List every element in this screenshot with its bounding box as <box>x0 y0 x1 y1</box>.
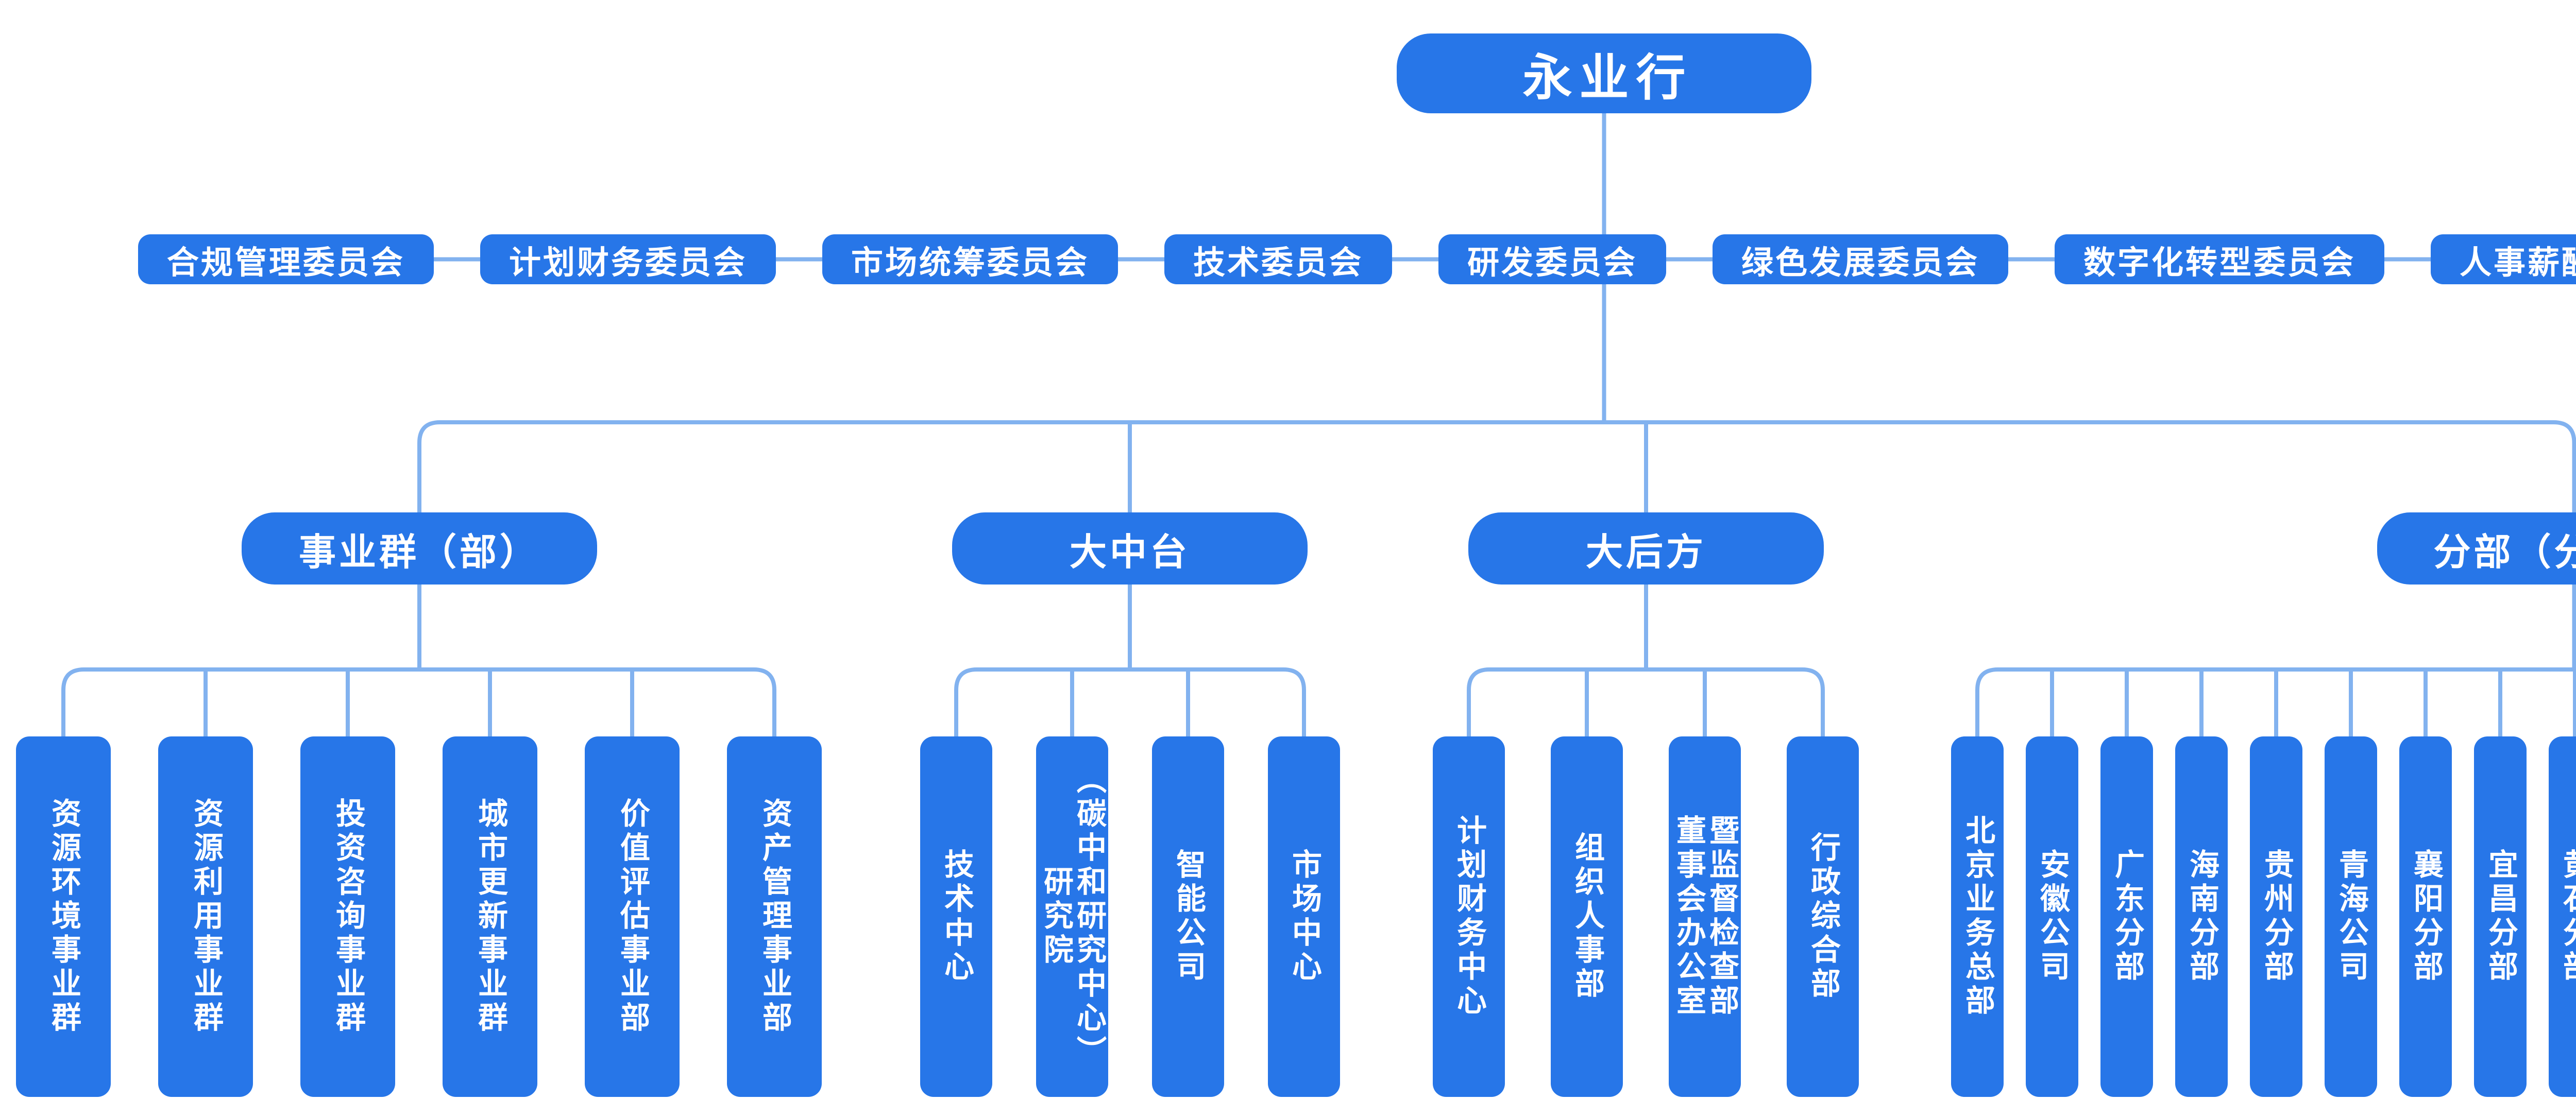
department-label-column: 技术中心 <box>940 849 973 985</box>
org-node-root: 永业行 <box>1397 33 1811 113</box>
department-node: 董事会办公室暨监督检查部 <box>1669 736 1741 1097</box>
department-node: 贵州分部 <box>2250 736 2302 1097</box>
department-node: 技术中心 <box>920 736 992 1097</box>
department-label-column: 资源利用事业群 <box>189 798 223 1036</box>
department-node: 组织人事部 <box>1551 736 1623 1097</box>
department-node: 海南分部 <box>2175 736 2228 1097</box>
division-label: 事业群（部） <box>298 531 540 573</box>
department-node: 研究院（碳中和研究中心） <box>1036 736 1108 1097</box>
department-node: 智能公司 <box>1152 736 1224 1097</box>
department-label-column: 研究院 <box>1039 866 1073 968</box>
committee-node: 市场统筹委员会 <box>822 234 1118 284</box>
department-label-column: 组织人事部 <box>1570 832 1604 1002</box>
committee-node: 技术委员会 <box>1164 234 1392 284</box>
department-node: 计划财务中心 <box>1433 736 1505 1097</box>
department-label-column: 投资咨询事业群 <box>331 798 365 1036</box>
department-label-column: 市场中心 <box>1287 849 1321 985</box>
committee-node: 绿色发展委员会 <box>1713 234 2009 284</box>
department-label-column: 董事会办公室 <box>1672 815 1705 1019</box>
committee-node: 合规管理委员会 <box>138 234 434 284</box>
department-label-column: 黄石分部 <box>2558 849 2576 985</box>
committee-label: 绿色发展委员会 <box>1741 245 1980 281</box>
department-label-column: 安徽公司 <box>2036 849 2069 985</box>
department-node: 青海公司 <box>2325 736 2377 1097</box>
committee-label: 计划财务委员会 <box>509 245 747 281</box>
department-node: 行政综合部 <box>1787 736 1859 1097</box>
committee-label: 技术委员会 <box>1193 245 1363 281</box>
department-label-column: 北京业务总部 <box>1961 815 1994 1019</box>
department-label-column: 海南分部 <box>2185 849 2218 985</box>
committee-row: 合规管理委员会 计划财务委员会 市场统筹委员会 技术委员会 研发委员会 绿色发展… <box>0 234 2576 284</box>
division-node: 事业群（部） <box>242 512 597 585</box>
department-label-column: 城市更新事业群 <box>473 798 507 1036</box>
committee-label: 研发委员会 <box>1467 245 1637 281</box>
department-label-column: 价值评估事业部 <box>616 798 649 1036</box>
department-row: 北京业务总部安徽公司广东分部海南分部贵州分部青海公司襄阳分部宜昌分部黄石分部十堰… <box>1951 736 2576 1097</box>
department-node: 市场中心 <box>1268 736 1340 1097</box>
department-label-column: 广东分部 <box>2110 849 2144 985</box>
department-label-column: 资源环境事业群 <box>47 798 80 1036</box>
department-label-column: 暨监督检查部 <box>1705 815 1738 1019</box>
department-node: 黄石分部 <box>2549 736 2576 1097</box>
department-label-column: 智能公司 <box>1172 849 1205 985</box>
division-node: 大后方 <box>1468 512 1824 585</box>
department-label-column: 青海公司 <box>2334 849 2368 985</box>
department-label-column: （碳中和研究中心） <box>1072 764 1106 1070</box>
department-node: 襄阳分部 <box>2399 736 2452 1097</box>
committee-label: 市场统筹委员会 <box>851 245 1089 281</box>
committee-label: 数字化转型委员会 <box>2083 245 2356 281</box>
department-node: 北京业务总部 <box>1951 736 2004 1097</box>
department-node: 资源利用事业群 <box>158 736 253 1097</box>
division-label: 大后方 <box>1585 531 1706 573</box>
department-node: 资源环境事业群 <box>16 736 111 1097</box>
committee-node: 研发委员会 <box>1438 234 1666 284</box>
division-node: 分部（分公司） <box>2377 512 2576 585</box>
root-label: 永业行 <box>1522 50 1693 106</box>
committee-label: 人事薪酬委员会 <box>2460 245 2576 281</box>
department-row: 技术中心 研究院（碳中和研究中心） 智能公司 市场中心 <box>920 736 1340 1097</box>
division-label: 大中台 <box>1069 531 1190 573</box>
department-label-column: 贵州分部 <box>2260 849 2293 985</box>
department-node: 宜昌分部 <box>2474 736 2527 1097</box>
department-node: 广东分部 <box>2100 736 2153 1097</box>
division-node: 大中台 <box>952 512 1308 585</box>
department-node: 安徽公司 <box>2026 736 2078 1097</box>
department-node: 资产管理事业部 <box>727 736 822 1097</box>
department-label-column: 襄阳分部 <box>2409 849 2443 985</box>
department-row: 资源环境事业群 资源利用事业群 投资咨询事业群 城市更新事业群 价值评估事业部 资产管理事… <box>16 736 822 1097</box>
department-node: 城市更新事业群 <box>443 736 537 1097</box>
division-label: 分部（分公司） <box>2433 531 2576 573</box>
department-label-column: 计划财务中心 <box>1452 815 1486 1019</box>
department-node: 价值评估事业部 <box>585 736 680 1097</box>
committee-label: 合规管理委员会 <box>166 245 405 281</box>
department-label-column: 资产管理事业部 <box>758 798 791 1036</box>
department-node: 投资咨询事业群 <box>300 736 395 1097</box>
department-label-column: 行政综合部 <box>1806 832 1840 1002</box>
committee-node: 数字化转型委员会 <box>2055 234 2385 284</box>
committee-node: 人事薪酬委员会 <box>2431 234 2576 284</box>
department-row: 计划财务中心 组织人事部 董事会办公室暨监督检查部 行政综合部 <box>1433 736 1859 1097</box>
department-label-column: 宜昌分部 <box>2484 849 2517 985</box>
committee-node: 计划财务委员会 <box>480 234 776 284</box>
